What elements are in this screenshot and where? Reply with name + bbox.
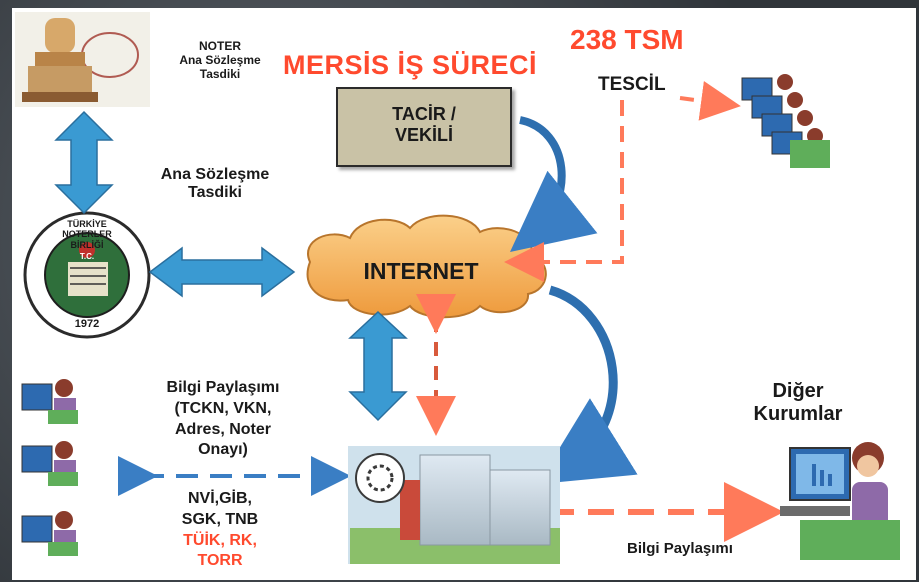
tacir-label: TACİR / VEKİLİ — [338, 104, 510, 145]
agency-staff-icon-3 — [21, 511, 78, 556]
notary-label-line2: Ana Sözleşme — [179, 52, 261, 67]
tacir-box: TACİR / VEKİLİ — [336, 87, 512, 167]
vertical-double-arrow-internet-building — [348, 310, 408, 422]
horizontal-double-arrow-seal-internet — [148, 246, 296, 298]
notary-label-line3: Tasdiki — [199, 66, 241, 81]
agency-staff-icon-2 — [21, 441, 78, 486]
agencies-label: NVİ,GİB, SGK, TNB TÜİK, RK, TORR — [160, 489, 280, 572]
info-sharing-left-line4: Onayı) — [198, 441, 248, 459]
curved-arrow-tacir-internet — [510, 116, 598, 253]
other-institutions-staff-icon — [780, 442, 900, 560]
agency-staff-icon-1 — [21, 379, 78, 424]
info-sharing-left-line2: (TCKN, VKN, — [174, 399, 272, 417]
tacir-label-line1: TACİR / — [392, 104, 456, 124]
dashed-arrow-tescil-registry — [679, 81, 741, 121]
tsm-label: 238 TSM — [570, 24, 684, 55]
internet-cloud — [306, 214, 547, 319]
other-institutions-line1: Diğer — [772, 380, 824, 402]
articles-certification-line1: Ana Sözleşme — [160, 166, 270, 183]
info-sharing-left-line3: Adres, Noter — [174, 420, 272, 438]
internet-label: INTERNET — [363, 258, 479, 284]
notary-label-line1: NOTER — [199, 39, 241, 53]
info-sharing-bottom-label: Bilgi Paylaşımı — [627, 540, 733, 557]
page-title: MERSİS İŞ SÜRECİ — [282, 50, 538, 80]
info-sharing-left-label: Bilgi Paylaşımı (TCKN, VKN, Adres, Noter… — [148, 378, 298, 461]
agencies-line1: NVİ,GİB, — [187, 490, 252, 507]
agencies-line2: SGK, TNB — [181, 510, 259, 528]
notary-label: NOTER Ana Sözleşme Tasdiki — [176, 39, 264, 81]
notary-union-seal-icon — [23, 211, 151, 339]
seal-year: 1972 — [74, 318, 100, 330]
other-institutions-line2: Kurumlar — [753, 403, 843, 425]
notary-stamp-icon — [15, 12, 150, 107]
agencies-line3: TÜİK, RK, — [183, 531, 257, 549]
registry-staff-icon — [741, 74, 830, 168]
vertical-double-arrow-notary — [54, 110, 114, 215]
articles-certification-label: Ana Sözleşme Tasdiki — [140, 166, 290, 203]
seal-top-text: TÜRKİYE NOTERLER BİRLİĞİ — [62, 219, 112, 250]
articles-certification-line2: Tasdiki — [188, 184, 242, 202]
tescil-label: TESCİL — [598, 74, 666, 95]
curved-arrow-internet-building — [537, 285, 638, 485]
dashed-arrow-tescil-internet — [504, 100, 624, 282]
other-institutions-label: Diğer Kurumlar — [728, 380, 868, 426]
seal-center-text: T.C. — [79, 252, 95, 261]
agencies-line4: TORR — [197, 552, 243, 570]
ministry-building-icon — [348, 446, 560, 564]
info-sharing-left-line1: Bilgi Paylaşımı — [166, 379, 280, 396]
tacir-label-line2: VEKİLİ — [394, 124, 453, 145]
